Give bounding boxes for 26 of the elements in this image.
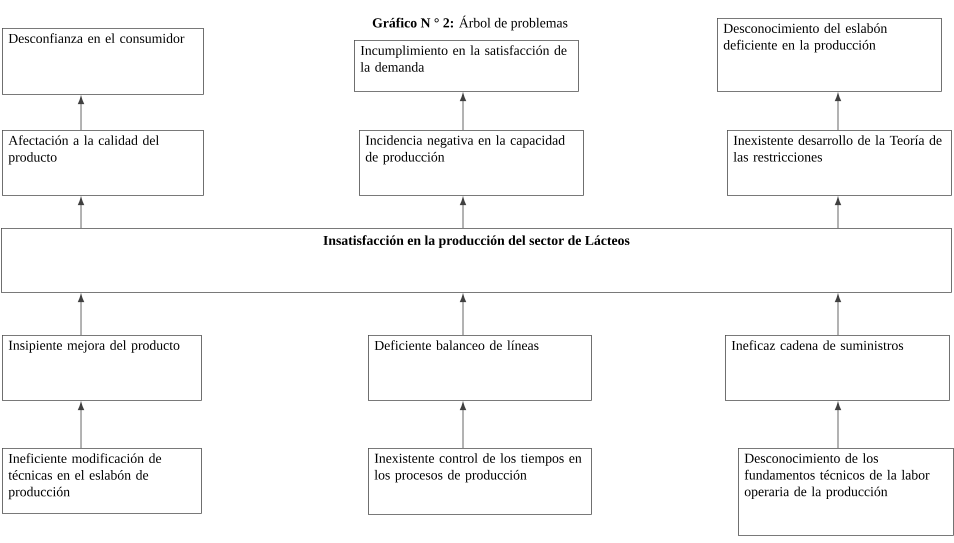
problem-box: Inexistente control de los tiempos en los procesos de producción [368, 448, 592, 515]
problem-bar: Insatisfacción en la producción del sector de Lácteos [1, 228, 952, 293]
arrow [460, 197, 466, 228]
problem-box: Deficiente balanceo de líneas [368, 335, 592, 401]
arrow [834, 402, 842, 448]
problem-box: Ineficaz cadena de suministros [725, 335, 950, 401]
problem-box: Desconfianza en el consumidor [2, 28, 204, 95]
arrow [834, 197, 842, 228]
arrow [460, 93, 466, 130]
arrow [78, 402, 84, 448]
arrow [78, 197, 84, 228]
problem-box: Incumplimiento en la satisfacción de la demanda [354, 40, 579, 92]
problem-box: Inexistente desarrollo de la Teoría de las restricciones [727, 130, 952, 196]
arrow [834, 294, 842, 336]
arrow [78, 294, 84, 336]
arrow [460, 402, 466, 448]
chart-title: Gráfico N ° 2: Árbol de problemas [372, 16, 568, 30]
arrow [78, 96, 84, 130]
problem-box: Afectación a la calidad del producto [2, 130, 204, 196]
problem-box: Ineficiente modificación de técnicas en el eslabón de producción [2, 448, 202, 514]
problem-box: Desconocimiento del eslabón deficiente en la producción [717, 18, 942, 92]
arrow [460, 294, 466, 336]
arrow [834, 93, 842, 130]
problem-box: Insipiente mejora del producto [2, 335, 202, 401]
problem-box: Desconocimiento de los fundamentos técnicos de la labor operaria de la producción [738, 448, 954, 536]
problem-box: Incidencia negativa en la capacidad de producción [359, 130, 584, 196]
